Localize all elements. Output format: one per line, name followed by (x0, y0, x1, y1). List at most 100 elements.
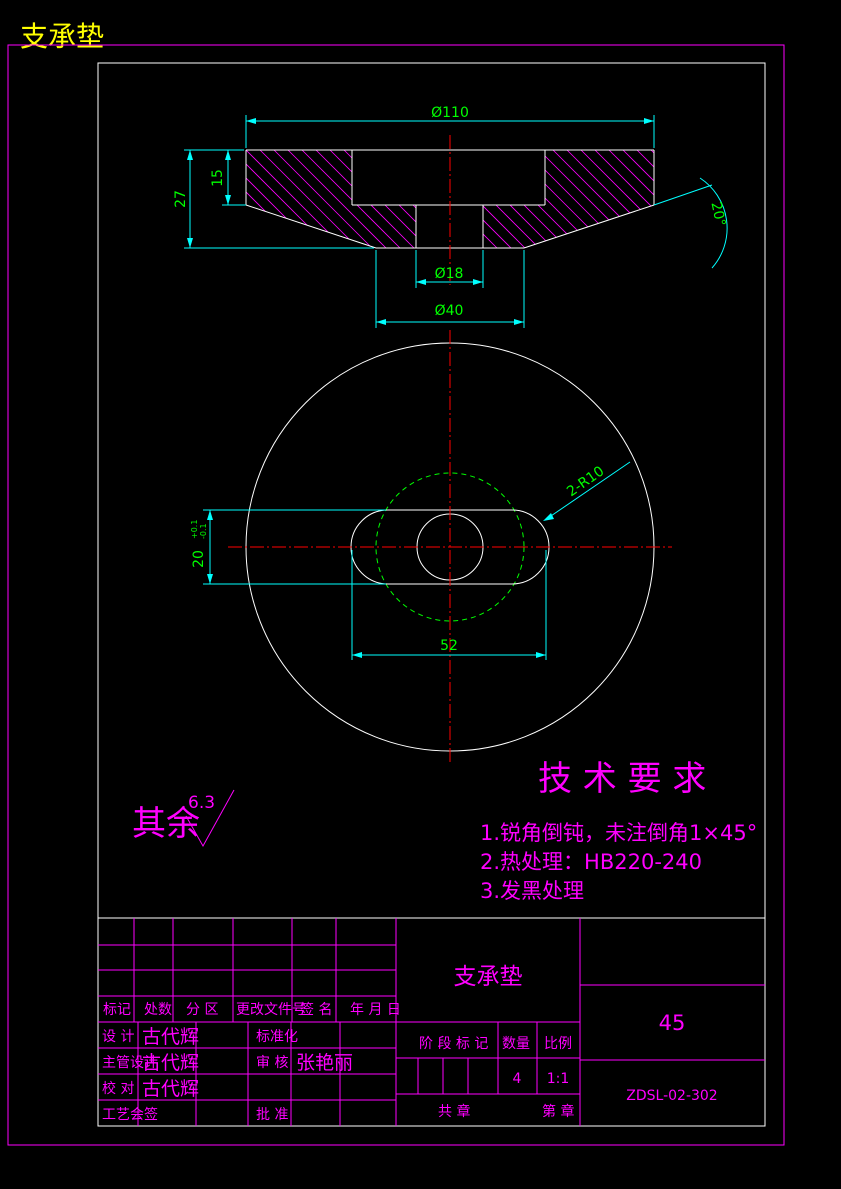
hatch-right (483, 150, 841, 248)
drawing-title-top: 支承垫 (20, 20, 104, 53)
section-outline (245, 149, 655, 249)
roughness-label: 其余 (132, 804, 200, 844)
rev-header-sign: 签 名 (300, 1001, 332, 1018)
hatch-line (385, 150, 416, 248)
plan-dim-arrows (207, 510, 554, 658)
hatch-line (413, 150, 416, 248)
hatch-line (580, 150, 654, 248)
stage-mark-header: 阶 段 标 记 (419, 1036, 488, 1052)
hatch-line (636, 150, 654, 248)
hatch-line (246, 150, 275, 248)
part-name: 支承垫 (454, 964, 523, 990)
section-dim-texts: Ø110 27 15 Ø18 Ø40 20° (173, 105, 728, 319)
hatch-line (483, 150, 582, 248)
tech-requirement-2: 2.热处理：HB220-240 (480, 850, 702, 874)
standard-label: 标准化 (256, 1029, 298, 1045)
drawing-number: ZDSL-02-302 (626, 1088, 717, 1104)
hatch-line (524, 150, 624, 248)
dim-bore-diameter: Ø18 (435, 266, 464, 282)
hatch-line (510, 150, 610, 248)
hatch-line (301, 150, 401, 248)
hatch-line (707, 150, 805, 248)
hatch-left (246, 150, 554, 248)
signature-block: 设 计 古代辉 标准化 主管设计 古代辉 审 核 张艳丽 校 对 古代辉 工艺会… (102, 1026, 353, 1123)
section-view (245, 135, 841, 285)
quantity-value: 4 (513, 1071, 522, 1087)
hatch-line (483, 150, 526, 248)
hatch-line (608, 150, 654, 248)
hatch-line (246, 150, 317, 248)
scale-header: 比例 (544, 1036, 572, 1052)
hatch-line (246, 150, 331, 248)
scale-value: 1:1 (547, 1071, 570, 1087)
rev-header-count: 处数 (144, 1002, 172, 1018)
rev-header-zone: 分 区 (186, 1002, 218, 1018)
dim-slot-length: 52 (440, 638, 458, 654)
chief-name: 古代辉 (142, 1052, 199, 1074)
hatch-line (259, 150, 359, 248)
hatch-line (357, 150, 416, 248)
tech-requirement-1: 1.锐角倒钝，未注倒角1×45° (480, 821, 757, 845)
design-label: 设 计 (102, 1029, 134, 1045)
rev-header-date: 年 月 日 (350, 1002, 401, 1018)
title-block-grid (98, 918, 765, 1126)
hatch-line (566, 150, 654, 248)
dim-slot-tol-lower: -0.1 (199, 523, 208, 539)
revision-header: 标记 处数 分 区 更改文件号 签 名 年 月 日 (103, 1001, 401, 1018)
hatch-line (538, 150, 638, 248)
hatch-line (273, 150, 373, 248)
dim-slot-width: 20 (191, 550, 207, 568)
hatch-line (287, 150, 387, 248)
hatch-line (665, 150, 763, 248)
hatch-line (721, 150, 819, 248)
hatch-line (749, 150, 841, 248)
hatch-line (693, 150, 791, 248)
hatch-line (329, 150, 416, 248)
hatch-line (442, 150, 540, 248)
hatch-line (246, 150, 303, 248)
review-label: 审 核 (256, 1055, 288, 1071)
hatch-line (246, 150, 247, 248)
dim-height-flange: 15 (210, 169, 226, 187)
check-name: 古代辉 (142, 1078, 199, 1100)
hatch-line (456, 150, 554, 248)
sheet-number: 第 章 (542, 1103, 574, 1120)
plan-view (228, 330, 672, 765)
hatch-line (483, 150, 512, 248)
tech-requirements: 技 术 要 求 1.锐角倒钝，未注倒角1×45° 2.热处理：HB220-240… (480, 759, 757, 903)
drawing-frame (97, 62, 766, 1127)
hatch-line (343, 150, 416, 248)
hatch-line (622, 150, 654, 248)
title-block: 标记 处数 分 区 更改文件号 签 名 年 月 日 设 计 古代辉 标准化 主管… (98, 917, 765, 1126)
roughness-note: 其余 6.3 (132, 789, 235, 848)
hatch-line (483, 150, 540, 248)
part-info: 支承垫 阶 段 标 记 数量 比例 4 1:1 共 章 第 章 45 ZDSL-… (419, 964, 718, 1120)
hatch-line (594, 150, 654, 248)
section-dimensions (184, 115, 728, 328)
dim-height-total: 27 (173, 190, 189, 208)
hatch-line (371, 150, 416, 248)
plan-dimensions (203, 461, 631, 660)
hatch-line (246, 150, 345, 248)
roughness-symbol (185, 789, 235, 848)
rev-header-mark: 标记 (103, 1002, 131, 1018)
dim-angle: 20° (708, 200, 729, 228)
review-name: 张艳丽 (296, 1052, 353, 1074)
chief-label: 主管设计 (102, 1055, 158, 1071)
hatch-line (483, 150, 568, 248)
tech-requirement-3: 3.发黑处理 (480, 879, 584, 903)
design-name: 古代辉 (142, 1026, 199, 1048)
slot-outline (350, 509, 550, 585)
material: 45 (659, 1011, 686, 1035)
dim-boss-diameter: Ø40 (435, 303, 464, 319)
plan-dim-texts: 52 20 +0.1 -0.1 2-R10 (190, 463, 607, 654)
check-label: 校 对 (102, 1080, 134, 1097)
hatch-line (428, 150, 526, 248)
hatch-line (650, 150, 654, 248)
hatch-line (679, 150, 777, 248)
total-sheets: 共 章 (438, 1103, 470, 1120)
section-dim-arrows (187, 118, 654, 325)
hatch-line (246, 150, 289, 248)
dim-outer-diameter: Ø110 (431, 105, 469, 121)
